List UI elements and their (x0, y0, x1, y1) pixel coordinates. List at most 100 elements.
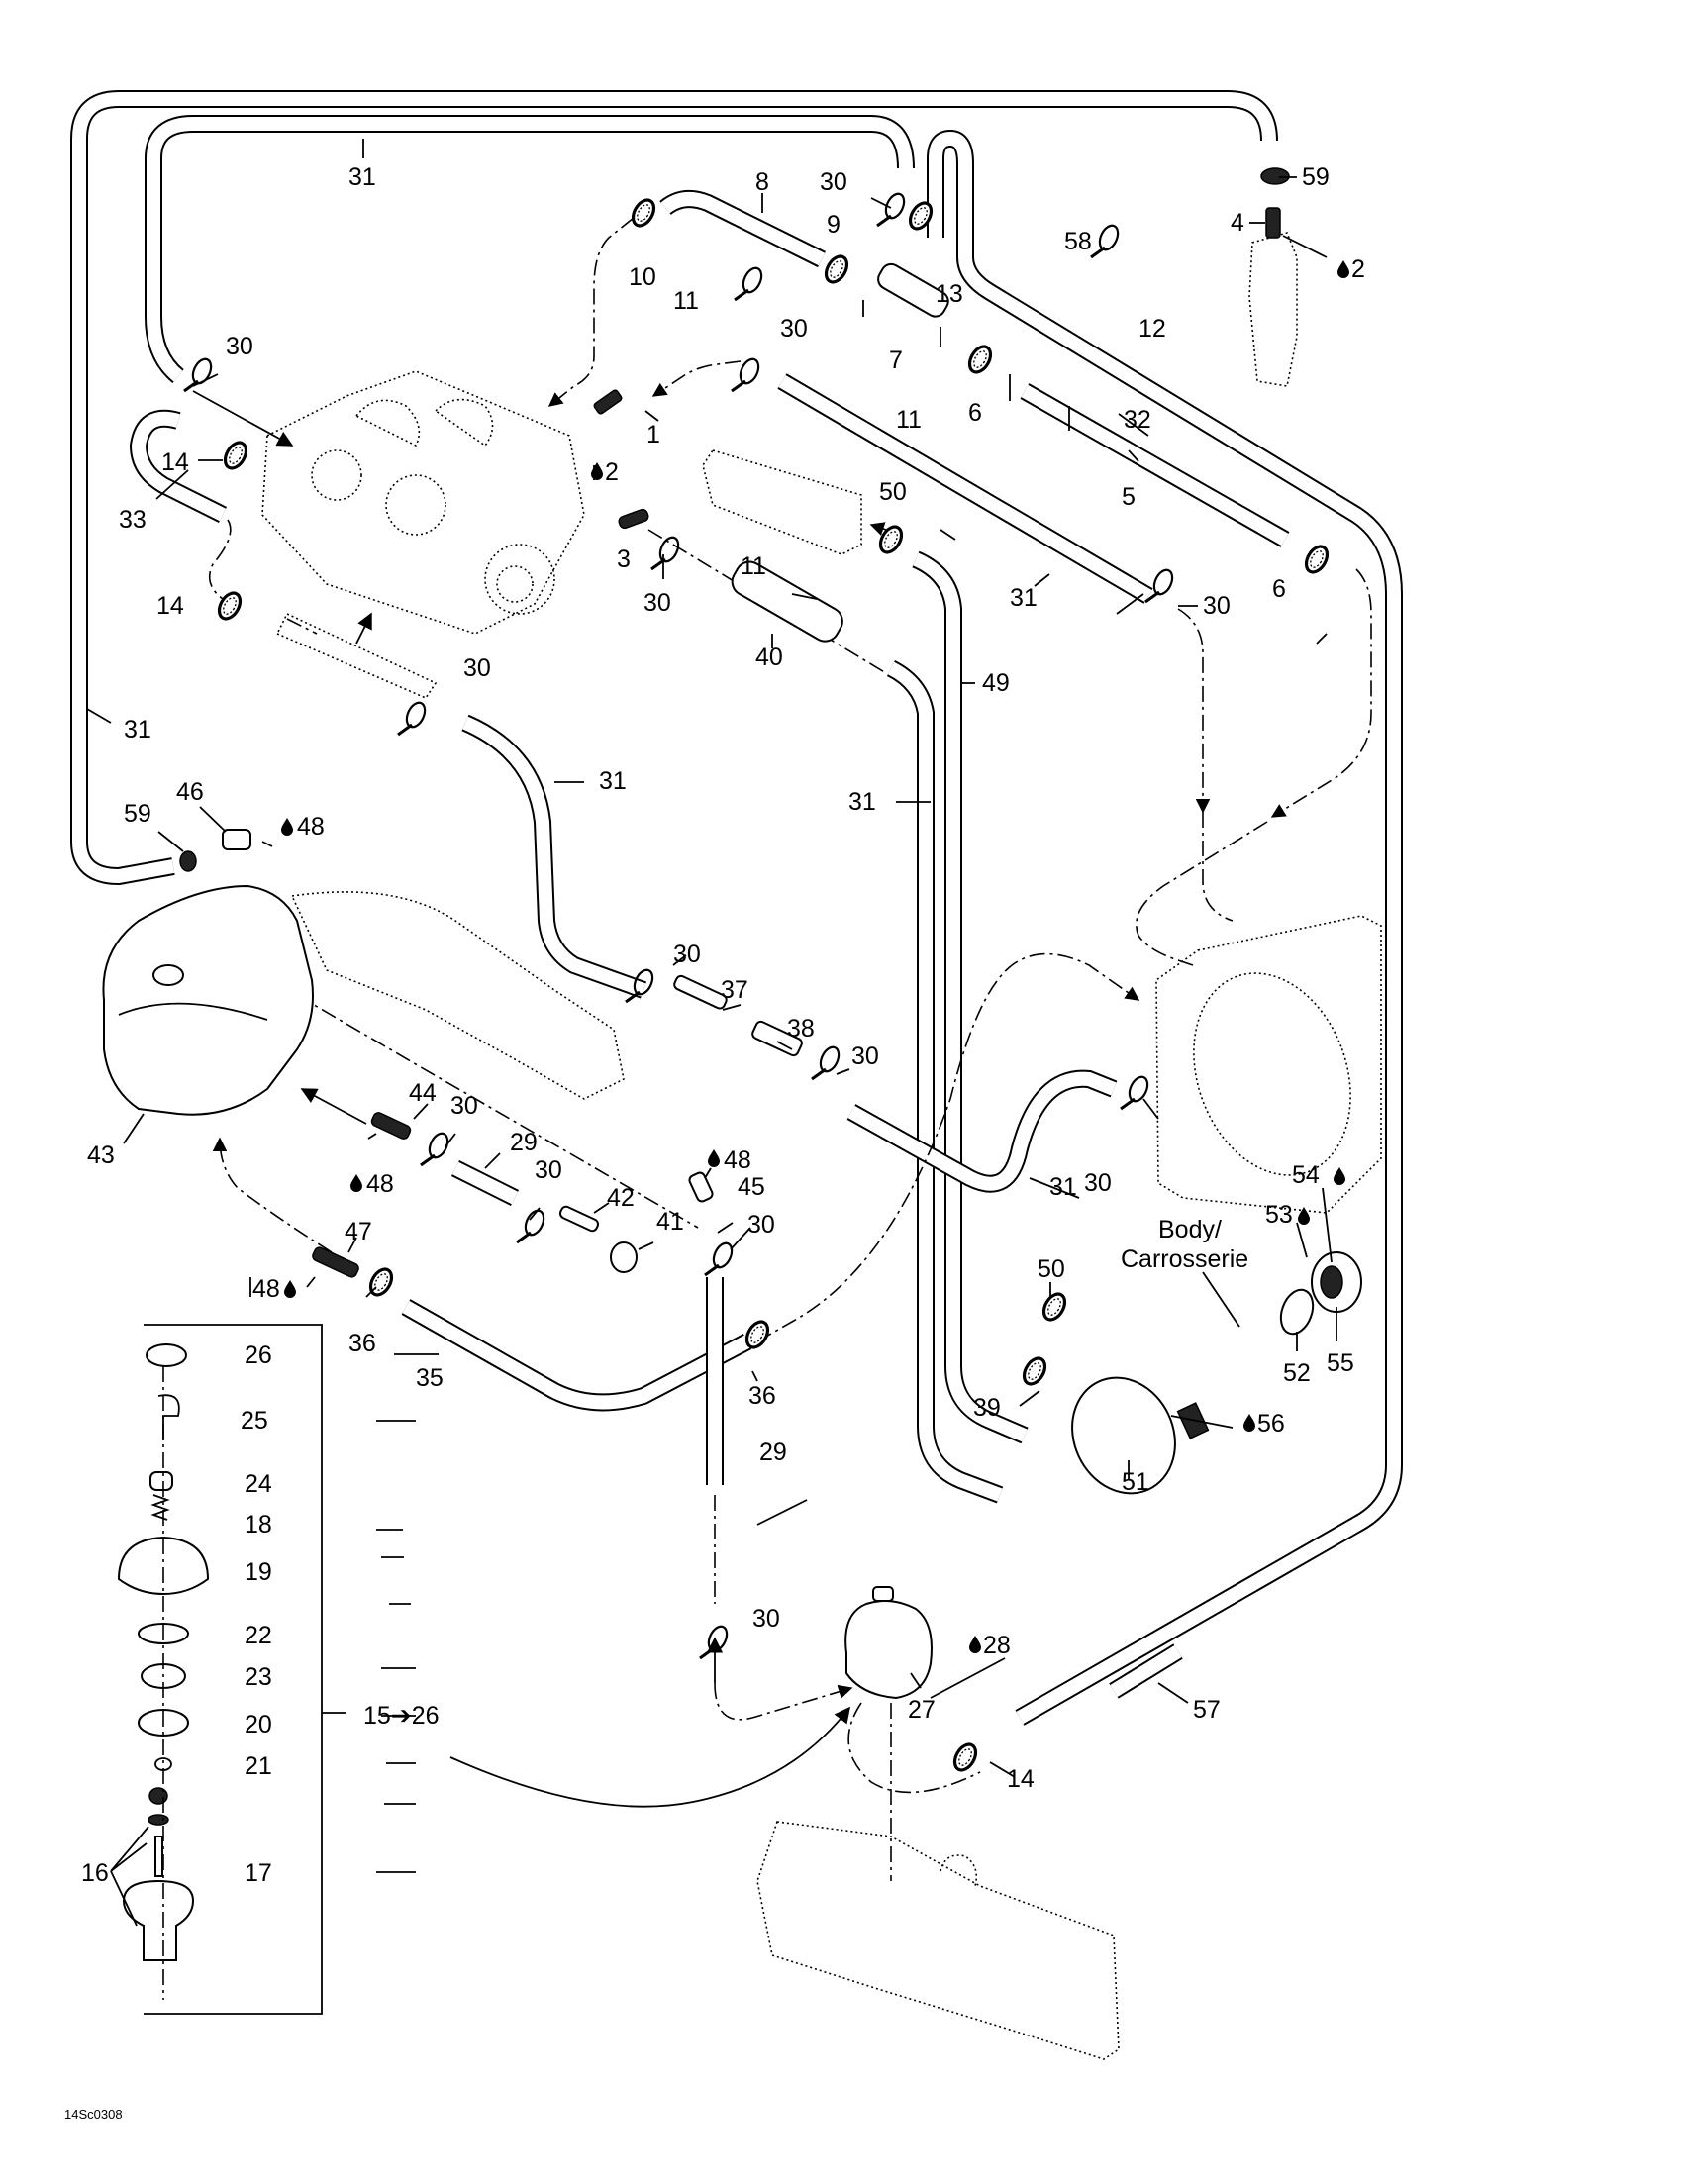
part-3-elbow (618, 508, 649, 530)
parts (102, 167, 1362, 1700)
part-51-canister (1071, 1376, 1176, 1495)
callout-16: 16 (81, 1859, 109, 1887)
callout-28-sealant: 28 (969, 1632, 1011, 1659)
drop-icon (969, 1636, 981, 1653)
callout-31: 31 (348, 163, 376, 191)
part-46-elbow (222, 829, 251, 850)
callout-29: 29 (759, 1439, 787, 1466)
part-40-cooler (731, 560, 843, 643)
drop-icon (708, 1149, 720, 1167)
clamp-6-icon (1300, 541, 1334, 578)
callout-30: 30 (752, 1605, 780, 1633)
callout-14: 14 (1007, 1765, 1035, 1793)
part-42-fitting (558, 1205, 600, 1233)
svg-text:48: 48 (366, 1170, 394, 1198)
kit-label-15-26: 15➔26 (363, 1702, 440, 1730)
callout-30: 30 (450, 1092, 478, 1120)
drop-icon (591, 462, 603, 480)
callout-31: 31 (599, 767, 627, 795)
clip-58-icon (1089, 221, 1124, 259)
callout-58: 58 (1064, 228, 1092, 255)
callout-13: 13 (936, 280, 963, 308)
callout-12: 12 (1138, 315, 1166, 343)
drop-icon (281, 818, 293, 836)
callout-36: 36 (748, 1382, 776, 1410)
ride-plate-outline (1155, 915, 1382, 1214)
callout-56-sealant: 56 (1243, 1410, 1285, 1438)
callout-33: 33 (119, 506, 147, 534)
clips-and-clamps (182, 189, 1334, 1776)
callout-6: 6 (968, 399, 982, 427)
svg-text:48: 48 (252, 1275, 280, 1303)
hose-35 (401, 1299, 752, 1412)
part-17-pin (154, 1836, 163, 1877)
callout-5: 5 (1122, 483, 1136, 511)
callout-31: 31 (1010, 584, 1038, 612)
callout-20: 20 (245, 1711, 272, 1738)
part-16-valve-b (148, 1814, 169, 1826)
callout-48-sealant: 48 (252, 1275, 296, 1303)
callout-30: 30 (1084, 1169, 1112, 1197)
callout-59: 59 (124, 800, 151, 828)
callout-27: 27 (908, 1696, 936, 1724)
callout-47: 47 (345, 1218, 372, 1245)
callout-24: 24 (245, 1470, 272, 1498)
callout-21: 21 (245, 1752, 272, 1780)
clip-11-icon (733, 263, 767, 302)
callout-17: 17 (245, 1859, 272, 1887)
hose-12 (927, 129, 1403, 1726)
part-16-valve-a (148, 1787, 168, 1805)
part-27-tank (844, 1599, 933, 1700)
callout-30: 30 (226, 333, 253, 360)
clamp-6-icon (963, 341, 997, 378)
callout-23: 23 (245, 1663, 272, 1691)
callout-30: 30 (673, 941, 701, 968)
svg-text:56: 56 (1257, 1410, 1285, 1438)
routing-lines (192, 217, 1372, 1881)
part-59-grommet-top (1260, 167, 1290, 185)
callout-45: 45 (738, 1173, 765, 1201)
clamp-14-icon (948, 1738, 982, 1776)
drop-icon (350, 1174, 362, 1192)
svg-text:48: 48 (297, 813, 325, 841)
clip-30-icon (419, 1129, 453, 1167)
callout-11: 11 (896, 406, 922, 434)
callout-6: 6 (1272, 575, 1286, 603)
clamp-50-icon (1038, 1288, 1071, 1326)
clip-30-icon (875, 189, 910, 228)
drop-icon (1243, 1414, 1255, 1432)
part-1-fitting (593, 389, 623, 415)
intercooler-outline (702, 449, 862, 555)
callout-36: 36 (348, 1330, 376, 1357)
callout-48-sealant: 48 (350, 1170, 394, 1198)
callout-22: 22 (245, 1622, 272, 1649)
clip-30-icon (1143, 565, 1178, 604)
callout-29: 29 (510, 1129, 538, 1156)
callout-9: 9 (827, 211, 841, 239)
callout-30: 30 (535, 1156, 562, 1184)
part-16-body (122, 1879, 195, 1961)
callout-30: 30 (1203, 592, 1231, 620)
callout-31: 31 (848, 788, 876, 816)
part-4-fitting (1265, 207, 1281, 239)
pump-housing-outline (290, 891, 625, 1100)
callout-55: 55 (1327, 1349, 1354, 1377)
callout-43: 43 (87, 1142, 115, 1169)
clamp-39-icon (1018, 1352, 1051, 1390)
callout-46: 46 (176, 778, 204, 806)
part-43-manifold (102, 884, 314, 1116)
callout-38: 38 (787, 1015, 815, 1042)
svg-text:48: 48 (724, 1146, 751, 1174)
callout-39: 39 (973, 1394, 1001, 1422)
fuel-pump-outline (1248, 232, 1298, 387)
callout-14: 14 (161, 448, 189, 476)
callout-53-sealant: 53 (1265, 1201, 1310, 1229)
callout-44: 44 (409, 1079, 437, 1107)
callout-26: 26 (245, 1341, 272, 1369)
muffler-outline (756, 1821, 1120, 2060)
clamp-36-icon (364, 1263, 398, 1301)
part-37-fitting (673, 974, 728, 1010)
callout-49: 49 (982, 669, 1010, 697)
callout-25: 25 (241, 1407, 268, 1435)
